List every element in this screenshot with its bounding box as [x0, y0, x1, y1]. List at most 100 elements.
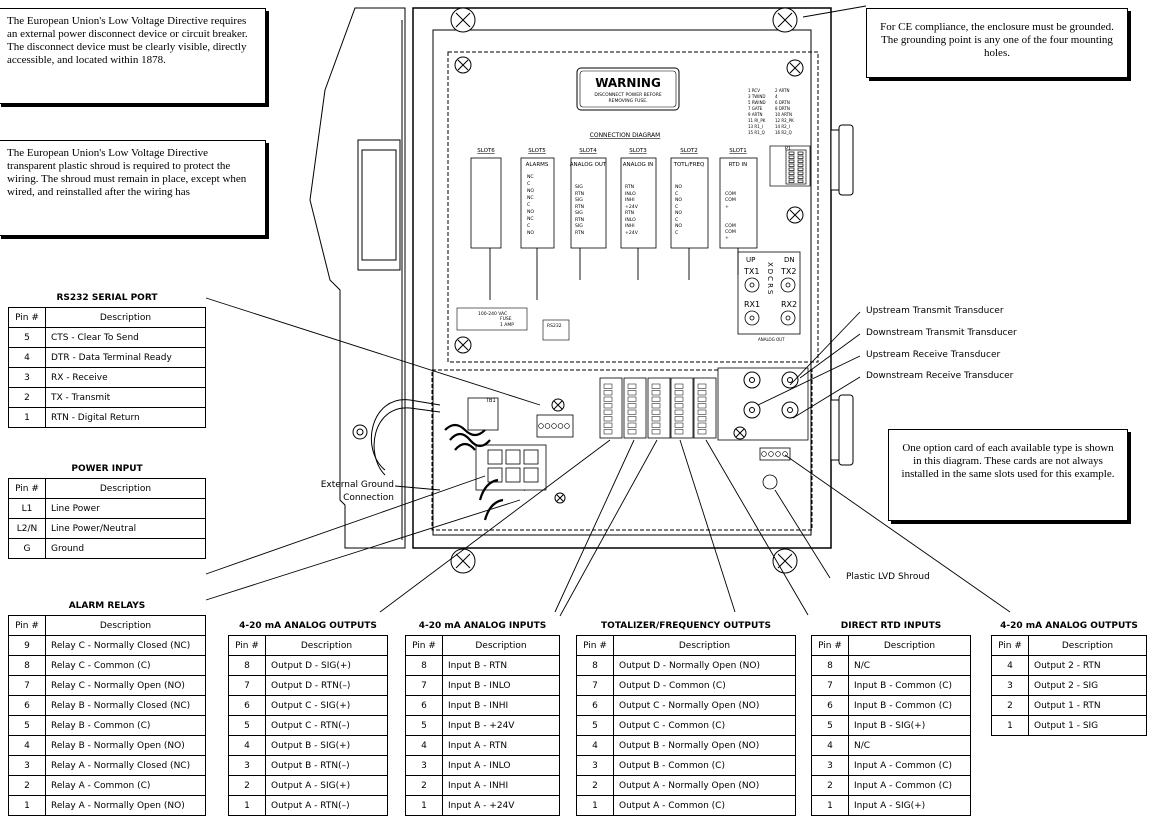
ground-lug: [352, 424, 368, 440]
slot6-label: SLOT6: [477, 148, 495, 154]
svg-text:C: C: [675, 191, 678, 197]
description-cell: Output C - RTN(–): [265, 715, 388, 736]
description-cell: Input B - Common (C): [848, 695, 971, 716]
pin-cell: 7: [405, 675, 443, 696]
terminal-pin: [603, 409, 613, 415]
svg-text:4: 4: [775, 94, 778, 99]
terminal-pin: [697, 396, 707, 402]
svg-text:COM: COM: [725, 229, 736, 235]
p1-pin: [797, 179, 804, 183]
rs232-pin: [551, 423, 557, 429]
terminal-pin: [697, 383, 707, 389]
xdcrs-tx2-label: TX2: [780, 267, 796, 276]
svg-text:8 DRTN: 8 DRTN: [775, 106, 790, 111]
terminal-pin: [674, 429, 684, 435]
terminal-pin: [674, 396, 684, 402]
svg-text:NC: NC: [527, 216, 534, 222]
terminal-pin: [603, 422, 613, 428]
svg-text:12 R2_PK: 12 R2_PK: [775, 118, 794, 123]
p1-pin: [788, 171, 795, 175]
svg-text:NO: NO: [675, 184, 682, 190]
slot4-label: SLOT4: [579, 148, 597, 154]
description-cell: RTN - Digital Return: [45, 407, 206, 428]
slot2-label: SLOT2: [680, 148, 698, 154]
pin-cell: L1: [8, 498, 46, 519]
card-title-alarms: ALARMS: [526, 162, 549, 168]
table-title: 4-20 mA ANALOG OUTPUTS: [228, 616, 388, 636]
description-cell: Input A - INLO: [442, 755, 560, 776]
plastic-lvd-shroud-label: Plastic LVD Shroud: [846, 572, 930, 582]
pin-header: Pin #: [8, 478, 46, 499]
terminal-pin: [627, 422, 637, 428]
card-titles: ALARMS ANALOG OUT ANALOG IN TOTL/FREQ RT…: [526, 162, 748, 168]
rs232-pin: [544, 423, 551, 429]
svg-text:3 TWIND: 3 TWIND: [748, 94, 765, 99]
svg-text:COM: COM: [725, 197, 736, 203]
terminal-pin: [651, 396, 661, 402]
description-cell: Line Power: [45, 498, 206, 519]
svg-text:RTN: RTN: [575, 230, 584, 236]
description-cell: Output C - SIG(+): [265, 695, 388, 716]
terminal-pin: [603, 396, 613, 402]
pin-cell: 8: [228, 655, 266, 676]
tb1-label: TB1: [485, 398, 496, 404]
pin-cell: 6: [576, 695, 614, 716]
p1-pin: [797, 151, 804, 155]
pin-header: Pin #: [811, 635, 849, 656]
terminal-pin: [651, 416, 661, 422]
analog-out-label: ANALOG OUT: [758, 337, 785, 342]
p1-pin: [788, 163, 795, 167]
analog-out-pin: [761, 451, 767, 457]
terminal-pin: [674, 383, 684, 389]
mounting-screws: [450, 7, 804, 574]
rs232-pin: [557, 423, 564, 429]
terminal-pin: [603, 390, 613, 396]
terminal-pin: [603, 383, 613, 389]
description-cell: Input B - SIG(+): [848, 715, 971, 736]
pin-cell: 2: [228, 775, 266, 796]
pin-cell: 3: [8, 755, 46, 776]
pin-cell: 8: [576, 655, 614, 676]
pin-cell: L2/N: [8, 518, 46, 539]
description-header: Description: [848, 635, 971, 656]
power-terminal-block: [475, 444, 547, 491]
svg-text:NO: NO: [527, 188, 534, 194]
svg-text:10 ARTN: 10 ARTN: [775, 112, 792, 117]
svg-text:NO: NO: [675, 210, 682, 216]
terminal-pin: [651, 390, 661, 396]
pin-cell: 2: [8, 775, 46, 796]
description-cell: Output B - Normally Open (NO): [613, 735, 796, 756]
pin-cell: 6: [228, 695, 266, 716]
description-cell: DTR - Data Terminal Ready: [45, 347, 206, 368]
description-cell: Output D - Common (C): [613, 675, 796, 696]
terminal-pins: [538, 383, 788, 457]
svg-text:NC: NC: [527, 174, 534, 180]
description-cell: Relay B - Normally Closed (NC): [45, 695, 206, 716]
pin-cell: 3: [8, 367, 46, 388]
description-cell: N/C: [848, 655, 971, 676]
pin-cell: 6: [8, 695, 46, 716]
description-cell: Output B - RTN(–): [265, 755, 388, 776]
hinges: [830, 124, 854, 466]
card-title-totl-freq: TOTL/FREQ: [673, 162, 705, 168]
pin-cell: 8: [405, 655, 443, 676]
warning-title: WARNING: [595, 76, 661, 90]
pin-cell: 9: [8, 635, 46, 656]
